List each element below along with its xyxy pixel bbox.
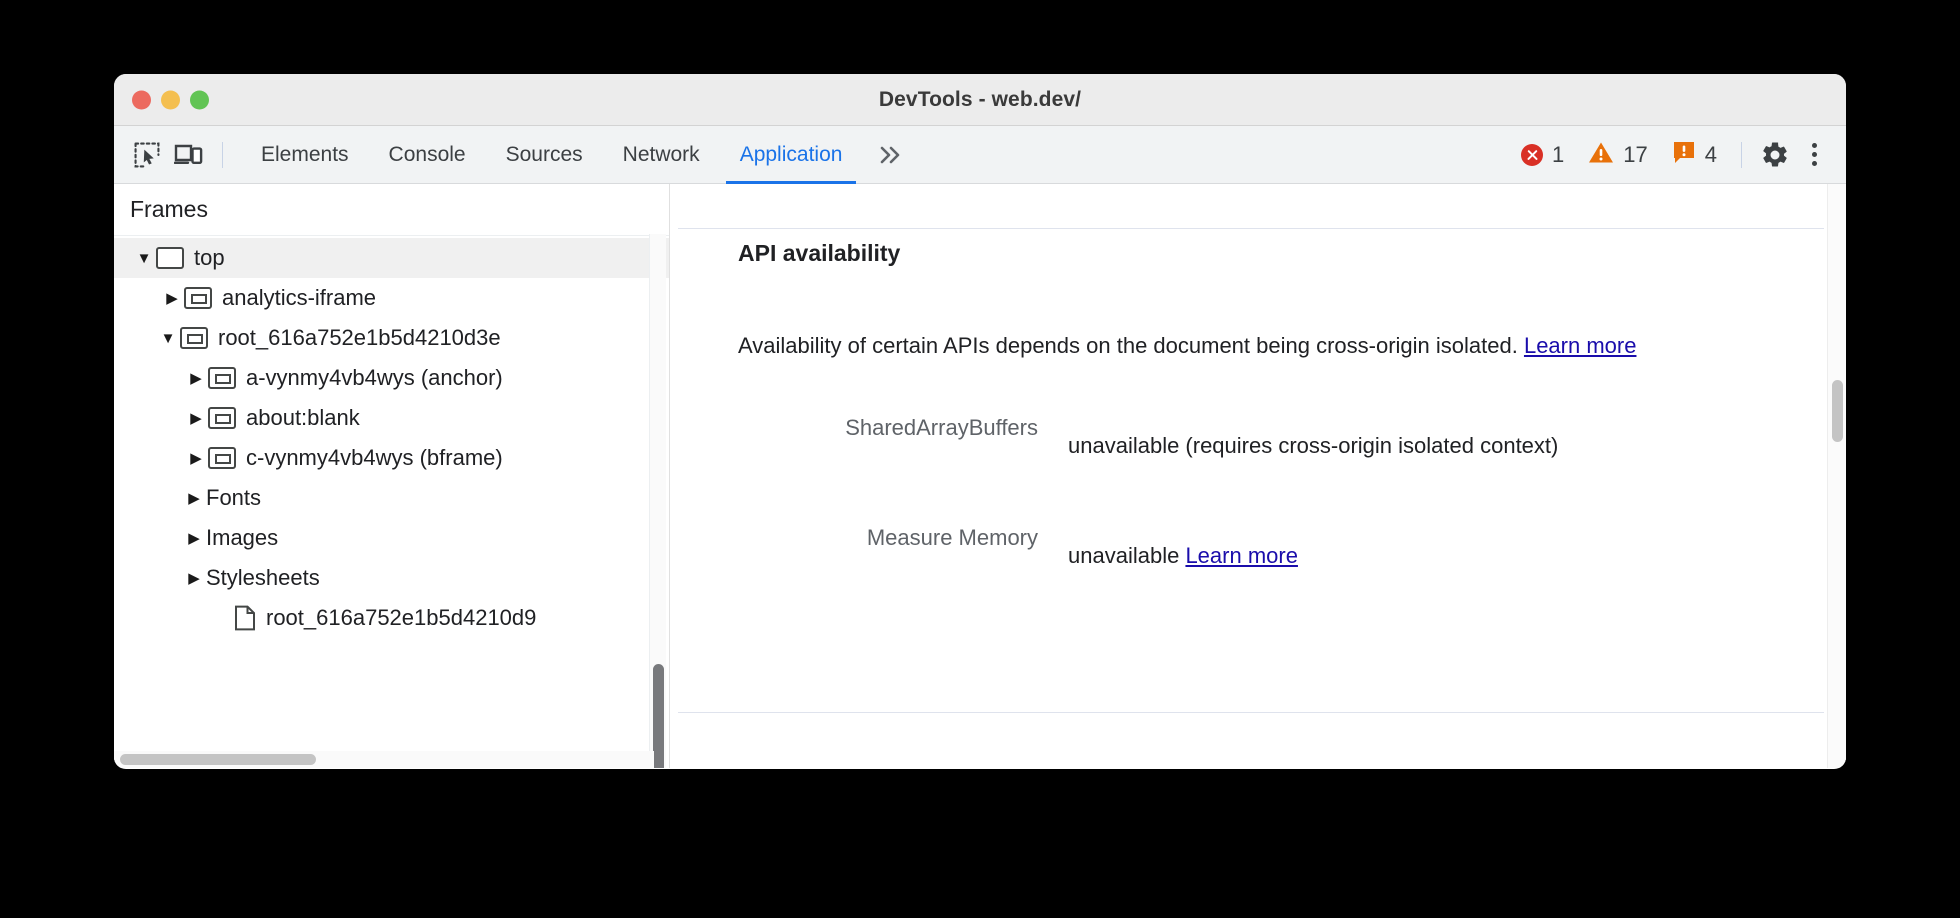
tree-item-top[interactable]: top <box>114 238 669 278</box>
tree-item-c-bframe[interactable]: c-vynmy4vb4wys (bframe) <box>114 438 669 478</box>
maximize-window-icon[interactable] <box>190 90 209 109</box>
main-vertical-scrollbar[interactable] <box>1827 184 1846 768</box>
panel-tabs: Elements Console Sources Network Applica… <box>241 126 920 184</box>
more-tabs-icon[interactable] <box>862 126 920 184</box>
row-value-text: unavailable <box>1068 543 1186 568</box>
tree-item-stylesheet-file[interactable]: root_616a752e1b5d4210d9 <box>114 598 669 638</box>
frame-icon <box>208 367 236 389</box>
tree-item-label: analytics-iframe <box>222 285 377 310</box>
tab-application[interactable]: Application <box>720 126 863 184</box>
toolbar-divider <box>222 141 223 168</box>
row-value-shared-array-buffers: unavailable (requires cross-origin isola… <box>1068 433 1559 458</box>
chevron-right-icon[interactable] <box>160 291 184 306</box>
tree-item-label: c-vynmy4vb4wys (bframe) <box>246 445 503 470</box>
issue-icon <box>1672 140 1696 170</box>
devtools-toolbar: Elements Console Sources Network Applica… <box>114 126 1846 184</box>
devtools-body: Frames top analytics-iframe <box>114 184 1846 768</box>
error-icon <box>1521 143 1544 166</box>
frames-sidebar: Frames top analytics-iframe <box>114 184 670 768</box>
tree-item-about-blank[interactable]: about:blank <box>114 398 669 438</box>
status-divider <box>1741 141 1742 168</box>
toolbar-status-area: 1 17 <box>1509 134 1846 176</box>
inspect-element-icon[interactable] <box>126 134 168 176</box>
tree-item-label: about:blank <box>246 405 360 430</box>
tree-item-label: Fonts <box>206 485 262 510</box>
tree-item-label: root_616a752e1b5d4210d3e <box>218 325 501 350</box>
table-row: SharedArrayBuffers unavailable (requires… <box>738 411 1806 481</box>
panel-divider-bottom <box>678 712 1824 713</box>
warning-icon <box>1588 141 1614 169</box>
tree-item-label: root_616a752e1b5d4210d9 <box>266 605 537 630</box>
tree-item-label: a-vynmy4vb4wys (anchor) <box>246 365 503 390</box>
close-window-icon[interactable] <box>132 90 151 109</box>
minimize-window-icon[interactable] <box>161 90 180 109</box>
chevron-down-icon[interactable] <box>156 331 180 346</box>
learn-more-link[interactable]: Learn more <box>1523 333 1637 358</box>
sidebar-title: Frames <box>114 184 669 236</box>
panel-divider-top <box>678 228 1824 229</box>
tree-item-root-frame[interactable]: root_616a752e1b5d4210d3e <box>114 318 669 358</box>
devtools-window: DevTools - web.dev/ <box>114 74 1846 769</box>
issue-counter[interactable]: 4 <box>1660 140 1729 170</box>
api-availability-table: SharedArrayBuffers unavailable (requires… <box>738 411 1806 591</box>
issue-count: 4 <box>1704 141 1717 167</box>
chevron-right-icon[interactable] <box>182 571 206 586</box>
tree-item-images[interactable]: Images <box>114 518 669 558</box>
description-text: Availability of certain APIs depends on … <box>738 333 1524 358</box>
tree-item-fonts[interactable]: Fonts <box>114 478 669 518</box>
main-vertical-scrollbar-thumb[interactable] <box>1832 380 1843 442</box>
section-title: API availability <box>738 240 901 266</box>
error-counter[interactable]: 1 <box>1509 142 1576 168</box>
chevron-right-icon[interactable] <box>184 411 208 426</box>
document-icon <box>234 605 256 631</box>
tree-item-analytics-iframe[interactable]: analytics-iframe <box>114 278 669 318</box>
chevron-right-icon[interactable] <box>182 491 206 506</box>
tree-item-label: top <box>194 245 225 270</box>
chevron-right-icon[interactable] <box>182 531 206 546</box>
row-value-measure-memory: unavailable Learn more <box>1068 521 1298 591</box>
sidebar-vertical-scrollbar-thumb[interactable] <box>653 664 664 768</box>
row-label-shared-array-buffers: SharedArrayBuffers <box>845 415 1038 440</box>
frames-tree: top analytics-iframe root_616a752e1b5d42… <box>114 236 669 638</box>
warning-count: 17 <box>1623 141 1648 167</box>
frame-icon <box>184 287 212 309</box>
frame-icon <box>208 407 236 429</box>
api-availability-description: Availability of certain APIs depends on … <box>738 311 1718 381</box>
gear-icon[interactable] <box>1754 134 1796 176</box>
measure-memory-learn-more-link[interactable]: Learn more <box>1185 543 1298 568</box>
device-toolbar-icon[interactable] <box>168 134 210 176</box>
chevron-down-icon[interactable] <box>132 251 156 266</box>
sidebar-vertical-scrollbar[interactable] <box>649 234 666 768</box>
error-count: 1 <box>1552 141 1565 167</box>
sidebar-horizontal-scrollbar[interactable] <box>114 751 654 768</box>
window-titlebar: DevTools - web.dev/ <box>114 74 1846 126</box>
more-vertical-icon[interactable] <box>1796 137 1832 173</box>
window-title: DevTools - web.dev/ <box>878 87 1082 111</box>
tab-network[interactable]: Network <box>622 142 700 166</box>
frame-icon <box>208 447 236 469</box>
tree-item-label: Stylesheets <box>206 565 320 590</box>
traffic-lights <box>132 90 209 109</box>
warning-counter[interactable]: 17 <box>1576 141 1659 169</box>
tab-elements[interactable]: Elements <box>261 142 349 166</box>
api-availability-section: API availability Availability of certain… <box>738 240 1806 631</box>
chevron-right-icon[interactable] <box>184 371 208 386</box>
chevron-right-icon[interactable] <box>184 451 208 466</box>
frame-top-icon <box>156 247 184 269</box>
row-label-measure-memory: Measure Memory <box>866 525 1038 550</box>
table-row: Measure Memory unavailable Learn more <box>738 521 1806 591</box>
tree-item-a-anchor[interactable]: a-vynmy4vb4wys (anchor) <box>114 358 669 398</box>
sidebar-horizontal-scrollbar-thumb[interactable] <box>120 754 316 765</box>
tree-item-label: Images <box>206 525 279 550</box>
tree-item-stylesheets[interactable]: Stylesheets <box>114 558 669 598</box>
tab-sources[interactable]: Sources <box>505 142 583 166</box>
application-main-panel: API availability Availability of certain… <box>670 184 1846 768</box>
frame-icon <box>180 327 208 349</box>
tab-console[interactable]: Console <box>388 142 466 166</box>
